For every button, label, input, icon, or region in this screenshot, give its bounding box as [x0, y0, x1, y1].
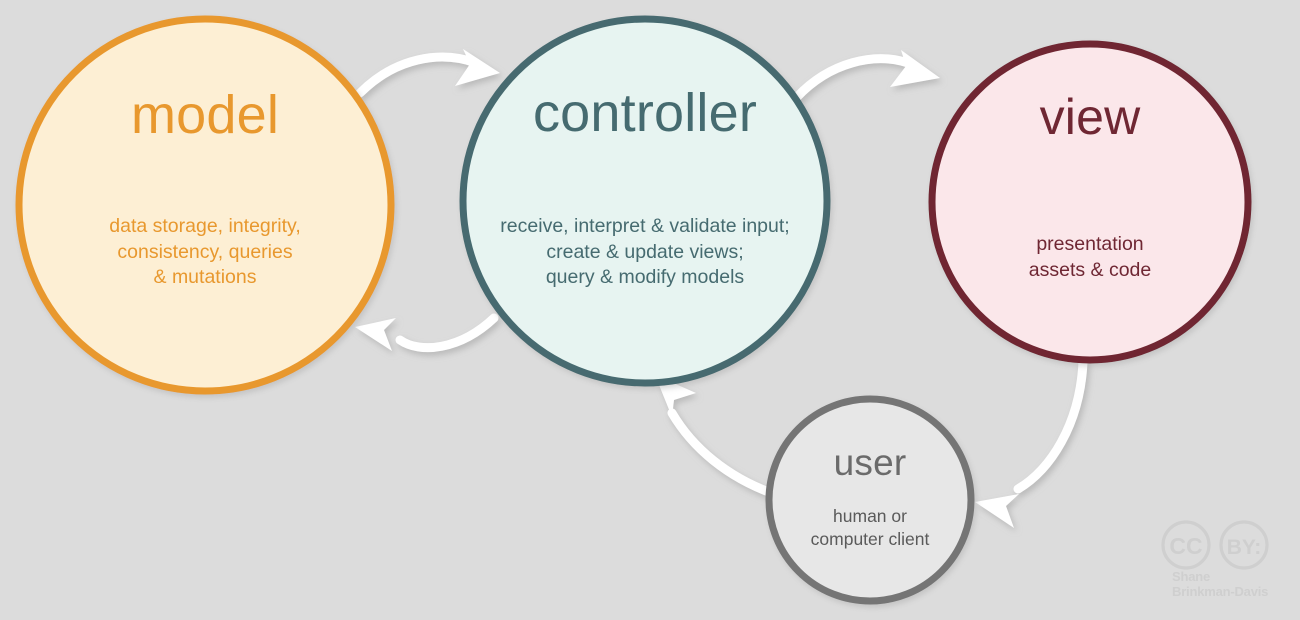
attribution-name-line: Shane — [1172, 569, 1211, 584]
arrow-user-to-controller — [655, 375, 782, 500]
cc-mark-text: CC — [1169, 533, 1202, 559]
node-circle-model[interactable] — [15, 15, 395, 395]
arrow-controller-to-model — [355, 313, 499, 353]
arrow-model-to-controller — [355, 49, 500, 98]
attribution-name: Shane Brinkman-Davis — [1172, 569, 1288, 599]
node-circle-controller[interactable] — [459, 15, 831, 387]
circle-group — [15, 15, 1252, 605]
arrow-group — [355, 49, 1088, 528]
node-circle-user[interactable] — [765, 395, 975, 605]
attribution-name-line: Brinkman-Davis — [1172, 583, 1269, 599]
by-mark-text: BY: — [1227, 536, 1262, 559]
cc-by-icon: CC BY: — [1161, 520, 1269, 570]
arrow-view-to-user — [975, 357, 1088, 528]
node-circle-view[interactable] — [928, 40, 1252, 364]
cc-license-badge[interactable]: CC BY: Shane Brinkman-Davis — [1160, 520, 1286, 608]
arrow-controller-to-view — [792, 50, 940, 102]
